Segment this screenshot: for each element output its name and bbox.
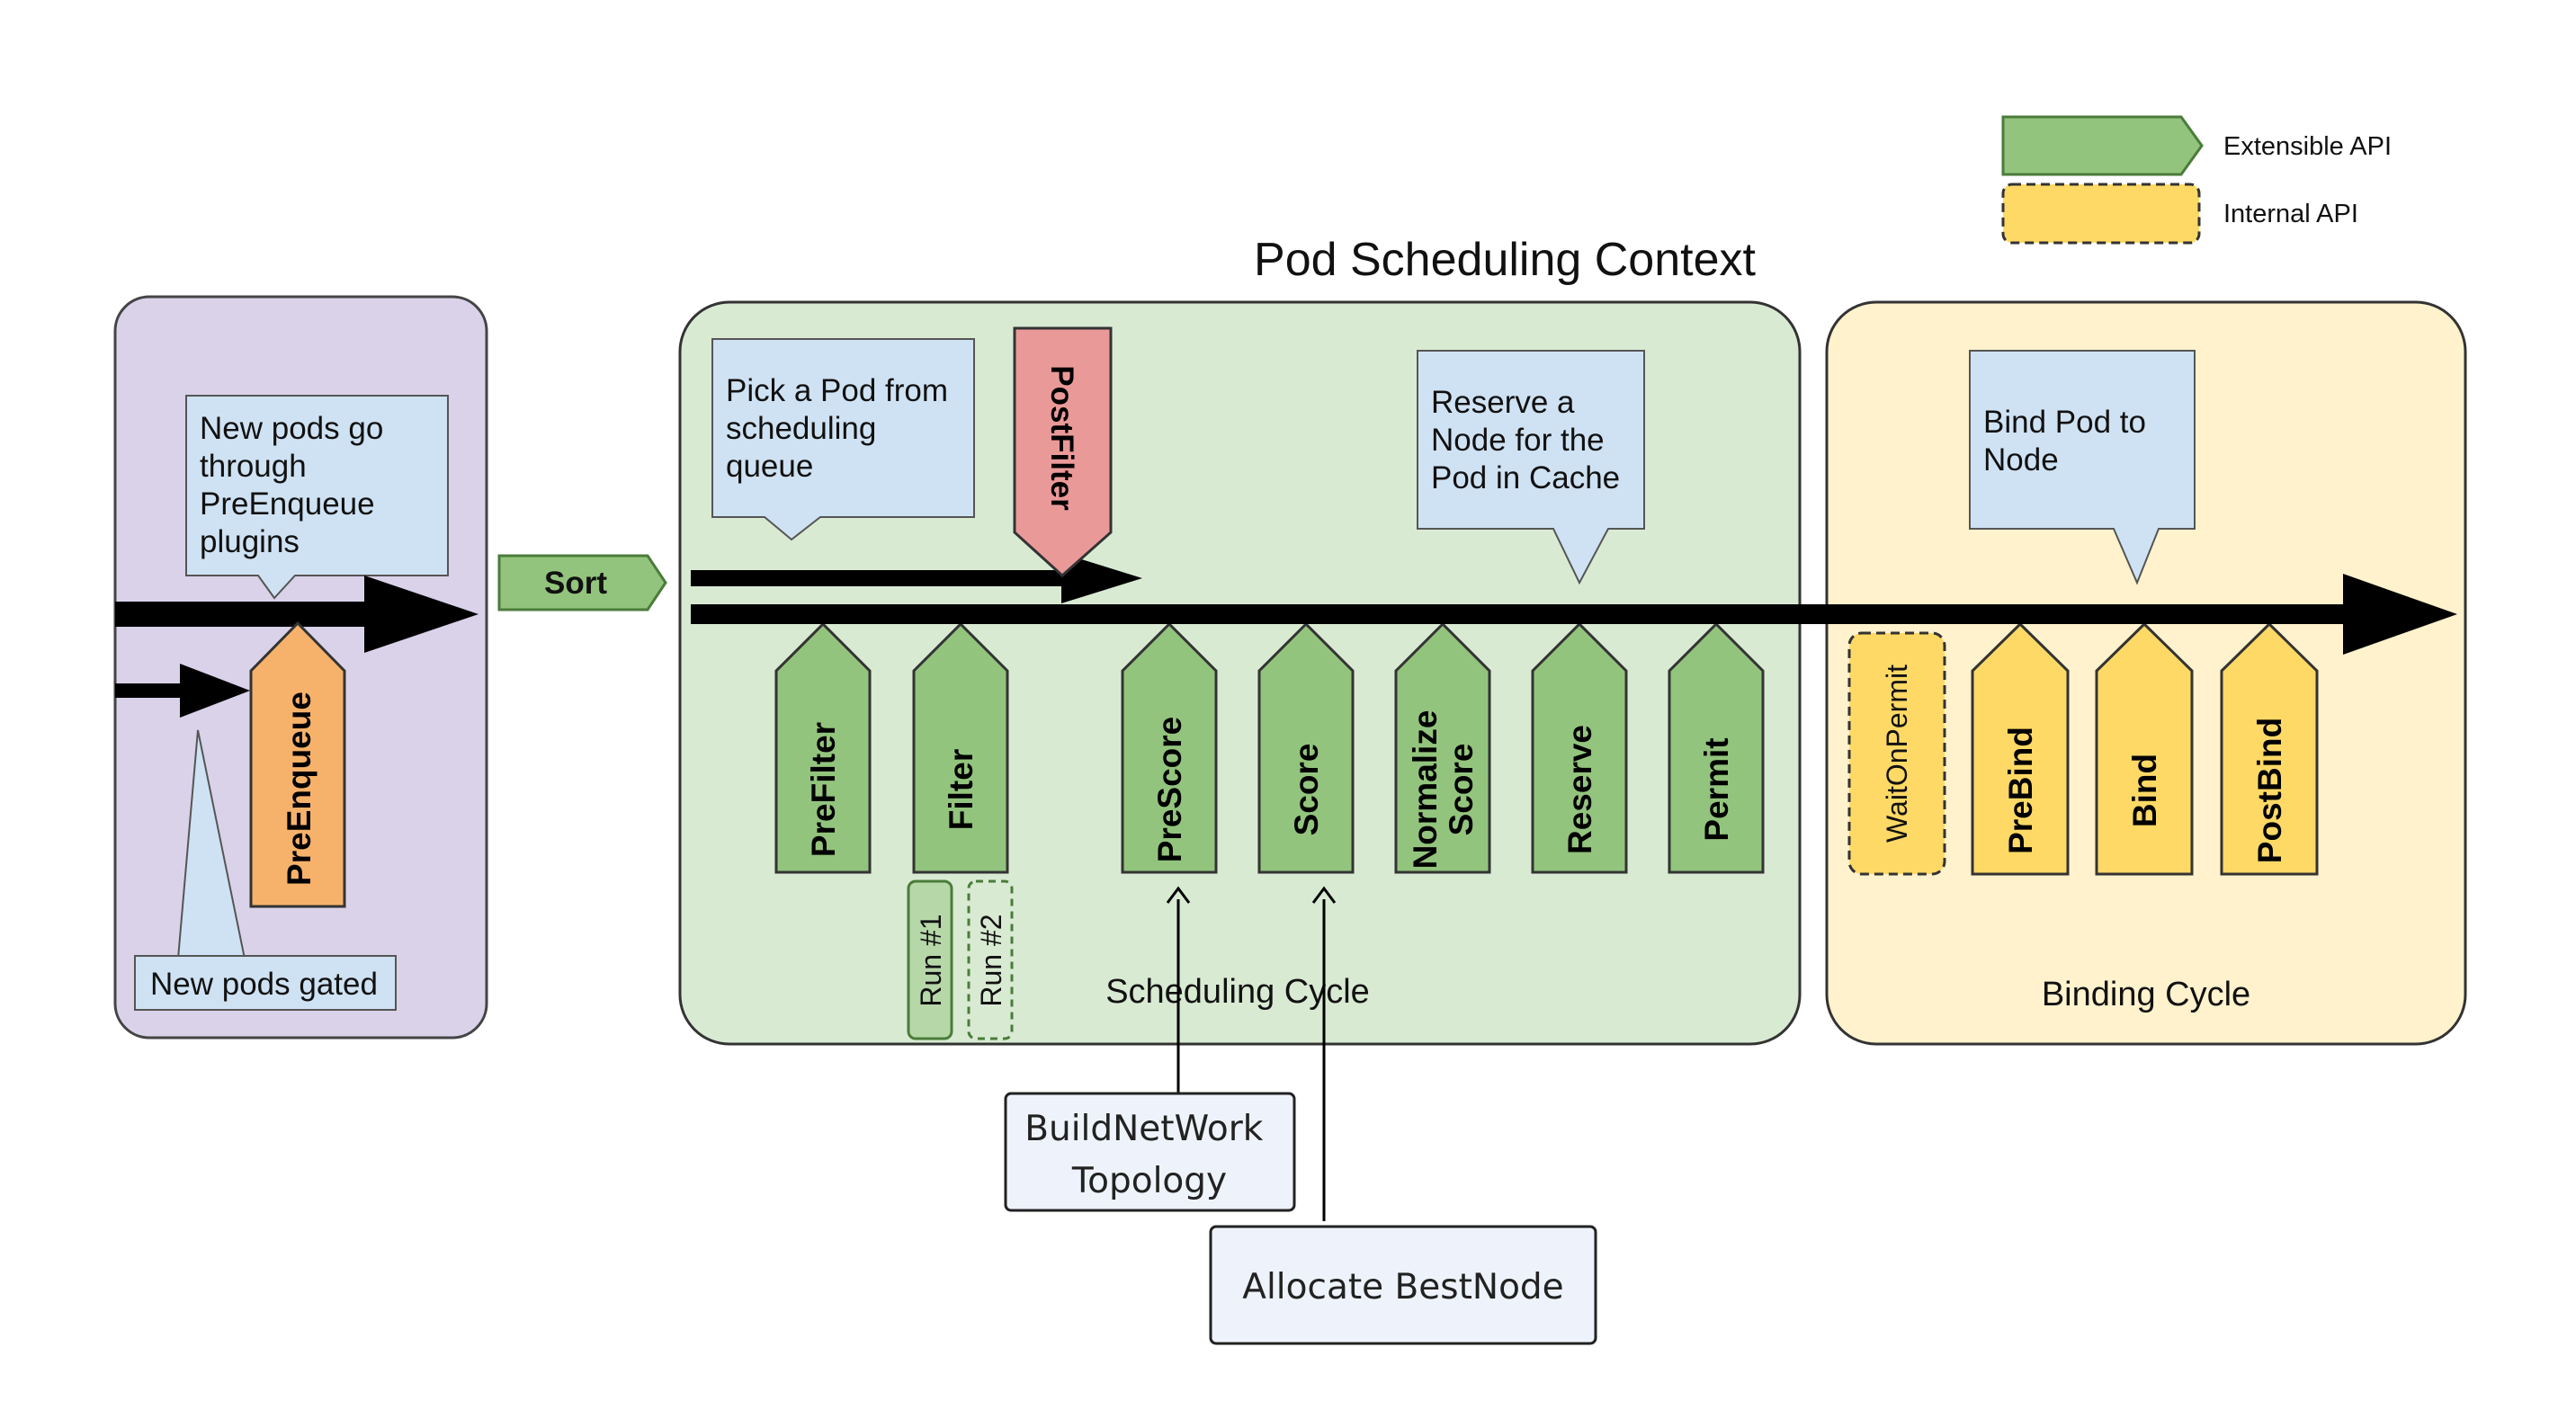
waitonpermit-label: WaitOnPermit [1881,665,1913,843]
plugin-score: Score [1257,621,1355,874]
preenqueue-callout-text: New pods go through PreEnqueue plugins [200,411,392,559]
allocate-best-node-box [1209,1225,1597,1345]
reserve-callout-text: Reserve a Node for the Pod in Cache [1431,385,1620,495]
bind-callout-text: Bind Pod to Node [1983,405,2155,477]
plugin-label: Reserve [1561,725,1598,854]
allocate-best-node-label: Allocate BestNode [1242,1267,1563,1308]
binding-plugins: PreBind Bind PostBind [1971,621,2319,876]
bind-callout-box [1969,350,2196,585]
plugin-label: Filter [943,749,979,830]
postfilter-plugin-label: PostFilter [1044,365,1079,511]
plugin-prefilter: PreFilter [774,621,872,874]
plugin-label: PreBind [2002,727,2039,854]
plugin-bind: Bind [2095,621,2194,876]
run1-box [907,879,953,1040]
binding-cycle-label: Binding Cycle [2042,976,2250,1013]
plugin-label: NormalizeScore [1407,710,1480,870]
plugin-postbind: PostBind [2220,621,2319,876]
plugin-label: PreScore [1151,717,1188,863]
legend: Extensible API Internal API [2001,115,2392,245]
plugin-prebind: PreBind [1971,621,2070,876]
pick-pod-callout-text: Pick a Pod from scheduling queue [726,373,957,484]
queue-flow-arrow [115,576,479,653]
main-timeline-arrow [691,574,2457,655]
plugin-permit: Permit [1668,621,1765,874]
allocate-arrowhead [1311,886,1337,904]
build-topology-label: BuildNetWork Topology [1024,1109,1275,1201]
reserve-callout-box [1417,350,1645,585]
build-topology-arrowhead [1166,886,1191,904]
postfilter-plugin [1013,326,1113,578]
sort-label: Sort [544,566,607,601]
run2-label: Run #2 [975,914,1007,1006]
legend-extensible-label: Extensible API [2223,132,2392,161]
postfilter-branch-arrow [691,553,1142,603]
run1-label: Run #1 [915,914,947,1006]
annotations: BuildNetWork Topology Allocate BestNode [1004,886,1597,1345]
legend-internal-label: Internal API [2223,200,2358,228]
plugin-shape [1971,621,2070,876]
pick-pod-callout-box [711,338,975,541]
gated-callout-label: New pods gated [150,967,378,1002]
plugin-shape [2095,621,2194,876]
queue-panel: New pods go through PreEnqueue plugins N… [113,295,488,1040]
plugin-shape [2220,621,2319,876]
plugin-label: PostBind [2251,718,2288,863]
plugin-shape [1257,621,1355,874]
plugin-label: Bind [2126,754,2163,827]
plugin-label: Permit [1698,737,1735,841]
plugin-shape [1668,621,1765,874]
plugin-filter: Filter [912,621,1009,874]
gated-callout-box [134,955,397,1011]
incoming-pods-arrow [115,664,250,718]
run2-box [967,879,1014,1040]
legend-extensible-swatch [2001,115,2204,176]
scheduling-plugins: PreFilter Filter PreScore Score NormalizeSco… [774,621,1765,874]
sort-step [497,554,667,611]
preenqueue-plugin [249,620,346,908]
preenqueue-plugin-label: PreEnqueue [281,692,318,886]
plugin-shape [1394,621,1491,874]
scheduling-cycle-panel: Pick a Pod from scheduling queue Reserve… [678,300,1802,1046]
plugin-shape [912,621,1009,874]
plugin-label: Score [1288,744,1325,836]
legend-internal-swatch [2001,183,2201,245]
plugin-shape [1531,621,1628,874]
plugin-normalize-score: NormalizeScore [1394,621,1491,874]
plugin-reserve: Reserve [1531,621,1628,874]
diagram-title: Pod Scheduling Context [1254,234,1756,286]
plugin-label: PreFilter [805,722,842,857]
plugin-prescore: PreScore [1121,621,1218,874]
build-topology-box [1004,1092,1296,1212]
waitonpermit-plugin [1847,631,1946,876]
plugin-shape [774,621,872,874]
preenqueue-callout-box [185,395,449,600]
plugin-shape [1121,621,1218,874]
scheduling-cycle-label: Scheduling Cycle [1105,973,1370,1011]
